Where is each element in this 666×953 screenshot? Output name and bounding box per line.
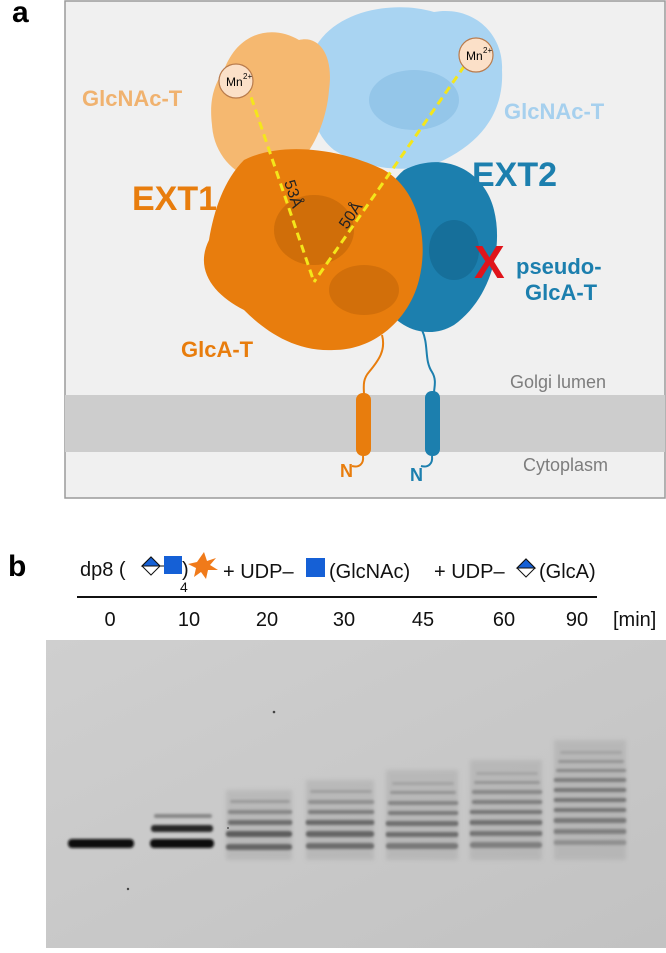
- header-rule: [77, 596, 597, 598]
- svg-text:Mn: Mn: [466, 49, 483, 63]
- ext1-glcnac-t-label: GlcNAc-T: [82, 86, 183, 111]
- gel-image: [46, 640, 666, 948]
- time-label: 20: [255, 609, 279, 631]
- ext2-label: EXT2: [472, 156, 557, 194]
- glca-symbol: [140, 556, 162, 576]
- ext1-stalk: [362, 334, 385, 396]
- ext2-n-terminus: N: [410, 465, 423, 485]
- reaction-scheme: dp8 ( ) 4 + UDP– (GlcNAc) + UDP– (GlcA): [80, 548, 640, 598]
- glca-symbol: [515, 558, 537, 578]
- ext1-n-terminus: N: [340, 461, 353, 481]
- svg-text:+ UDP–: + UDP–: [434, 561, 505, 583]
- panel-b-letter: b: [8, 550, 27, 583]
- ext1-transmembrane-helix: [356, 393, 371, 456]
- svg-text:4: 4: [180, 579, 188, 595]
- fluorophore-symbol: [188, 552, 218, 579]
- distance-line-53: [245, 84, 316, 283]
- glcnac-symbol: [164, 556, 182, 574]
- gel-band: [151, 825, 213, 832]
- shading: [429, 220, 479, 280]
- gel-band: [68, 839, 134, 848]
- time-label: 30: [332, 609, 356, 631]
- glcnac-symbol: [306, 558, 325, 577]
- mn-ion-left: Mn 2+: [218, 63, 254, 99]
- reaction-scheme-graphic: dp8 ( ) 4 + UDP– (GlcNAc) + UDP– (GlcA): [80, 552, 596, 595]
- time-label: 60: [492, 609, 516, 631]
- svg-text:+ UDP–: + UDP–: [223, 561, 294, 583]
- svg-text:(GlcNAc): (GlcNAc): [329, 561, 410, 583]
- svg-text:Mn: Mn: [226, 75, 243, 89]
- ext2-transmembrane-helix: [425, 391, 440, 456]
- shading: [274, 195, 354, 265]
- time-label: 90: [565, 609, 589, 631]
- glca-t-label: GlcA-T: [181, 337, 254, 362]
- panel-a-figure: Mn 2+ Mn 2+ 53Å 50Å GlcNAc-T GlcNAc-T EX…: [64, 0, 666, 500]
- time-label: 0: [104, 609, 116, 631]
- golgi-lumen-label: Golgi lumen: [510, 372, 606, 392]
- gel-bands: [46, 640, 666, 948]
- pseudo-label-line2: GlcA-T: [525, 280, 598, 305]
- svg-text:(GlcA): (GlcA): [539, 561, 596, 583]
- svg-text:dp8 (: dp8 (: [80, 559, 126, 581]
- distance-line-50: [312, 54, 474, 283]
- ext2-stalk: [421, 329, 436, 394]
- pseudo-label-line1: pseudo-: [516, 254, 602, 279]
- cytoplasm-label: Cytoplasm: [523, 455, 608, 475]
- mn-ion-right: Mn 2+: [458, 37, 494, 73]
- gel-band: [154, 814, 212, 818]
- svg-text:): ): [182, 559, 189, 581]
- structure-illustration: Mn 2+ Mn 2+ 53Å 50Å GlcNAc-T GlcNAc-T EX…: [64, 0, 666, 499]
- panel-a-letter: a: [12, 0, 29, 29]
- ext2-glcnac-t-label: GlcNAc-T: [504, 99, 605, 124]
- shading: [369, 70, 459, 130]
- time-unit-label: [min]: [613, 609, 657, 631]
- gel-band: [150, 839, 214, 848]
- x-mark: X: [474, 236, 505, 288]
- svg-text:2+: 2+: [483, 46, 492, 55]
- time-label: 45: [411, 609, 435, 631]
- time-label: 10: [177, 609, 201, 631]
- svg-text:2+: 2+: [243, 72, 252, 81]
- ext1-label: EXT1: [132, 180, 217, 218]
- shading: [329, 265, 399, 315]
